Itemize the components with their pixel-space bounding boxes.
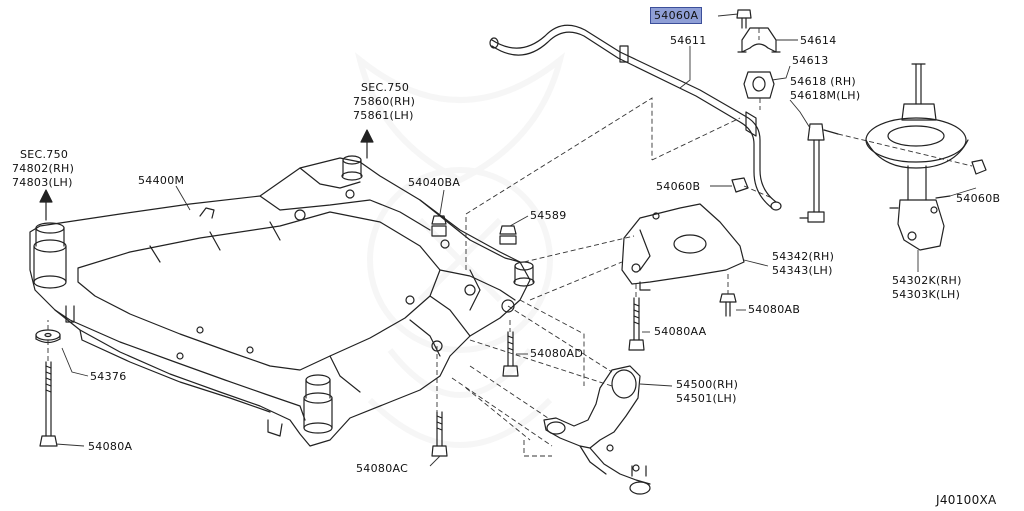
label-54611[interactable]: 54611: [670, 34, 707, 47]
bolt-54080A: [39, 361, 58, 447]
label-54060B-right[interactable]: 54060B: [956, 192, 1001, 205]
watermark-emblem: [354, 52, 566, 448]
label-54060B-mid[interactable]: 54060B: [656, 180, 701, 193]
label-leaders: [55, 13, 977, 467]
label-54400M[interactable]: 54400M: [138, 174, 185, 187]
label-75860-rh[interactable]: 75860(RH): [353, 95, 416, 108]
label-75861-lh[interactable]: 75861(LH): [353, 109, 414, 122]
label-54343-lh[interactable]: 54343(LH): [772, 264, 833, 277]
bolt-54080AD: [502, 331, 519, 377]
label-54500-rh[interactable]: 54500(RH): [676, 378, 739, 391]
nut-54060B-mid: [731, 177, 749, 193]
bolt-54040BA: [431, 215, 447, 237]
subframe-mount-rear-right: [341, 155, 363, 181]
nut-54589: [499, 225, 517, 245]
section-arrows: [39, 129, 374, 221]
label-54040BA[interactable]: 54040BA: [408, 176, 461, 189]
subframe-mount-front-left: [303, 374, 333, 434]
strut-54302K: [865, 63, 969, 251]
upper-link-54342: [621, 203, 745, 291]
label-74803-lh[interactable]: 74803(LH): [12, 176, 73, 189]
label-54080AC[interactable]: 54080AC: [356, 462, 409, 475]
bolt-54080AA: [628, 297, 645, 351]
label-54618m-lh[interactable]: 54618M(LH): [790, 89, 861, 102]
nut-54060B-right: [971, 159, 987, 175]
bolt-54080AC: [431, 411, 448, 457]
label-54342-rh[interactable]: 54342(RH): [772, 250, 835, 263]
label-54080A[interactable]: 54080A: [88, 440, 133, 453]
diagram-id: J40100XA: [936, 493, 997, 507]
label-74802-rh[interactable]: 74802(RH): [12, 162, 75, 175]
stabilizer-bar-54611: [489, 24, 782, 211]
label-54080AD[interactable]: 54080AD: [530, 347, 584, 360]
label-54080AA[interactable]: 54080AA: [654, 325, 707, 338]
label-54614[interactable]: 54614: [800, 34, 837, 47]
subframe-mount-front-right: [513, 261, 535, 287]
label-54303K-lh[interactable]: 54303K(LH): [892, 288, 961, 301]
subframe-mount-rear-left: [33, 222, 67, 289]
bolt-54080AB: [719, 293, 737, 317]
label-54376[interactable]: 54376: [90, 370, 127, 383]
label-54080AB[interactable]: 54080AB: [748, 303, 801, 316]
label-54060A-highlighted[interactable]: 54060A: [650, 7, 703, 24]
label-54302K-rh[interactable]: 54302K(RH): [892, 274, 962, 287]
lower-arm-54500: [543, 365, 651, 495]
subframe-54400M: [29, 157, 531, 447]
label-54589[interactable]: 54589: [530, 209, 567, 222]
assembly-lines: [47, 28, 973, 457]
bushing-54613: [743, 71, 775, 99]
label-54501-lh[interactable]: 54501(LH): [676, 392, 737, 405]
label-sec750-left[interactable]: SEC.750: [20, 148, 69, 161]
label-54613[interactable]: 54613: [792, 54, 829, 67]
label-sec750-top[interactable]: SEC.750: [361, 81, 410, 94]
label-54618-rh[interactable]: 54618 (RH): [790, 75, 856, 88]
stabilizer-link-54618: [799, 123, 839, 223]
bracket-54614: [737, 27, 781, 53]
bolt-54060A: [736, 9, 752, 29]
